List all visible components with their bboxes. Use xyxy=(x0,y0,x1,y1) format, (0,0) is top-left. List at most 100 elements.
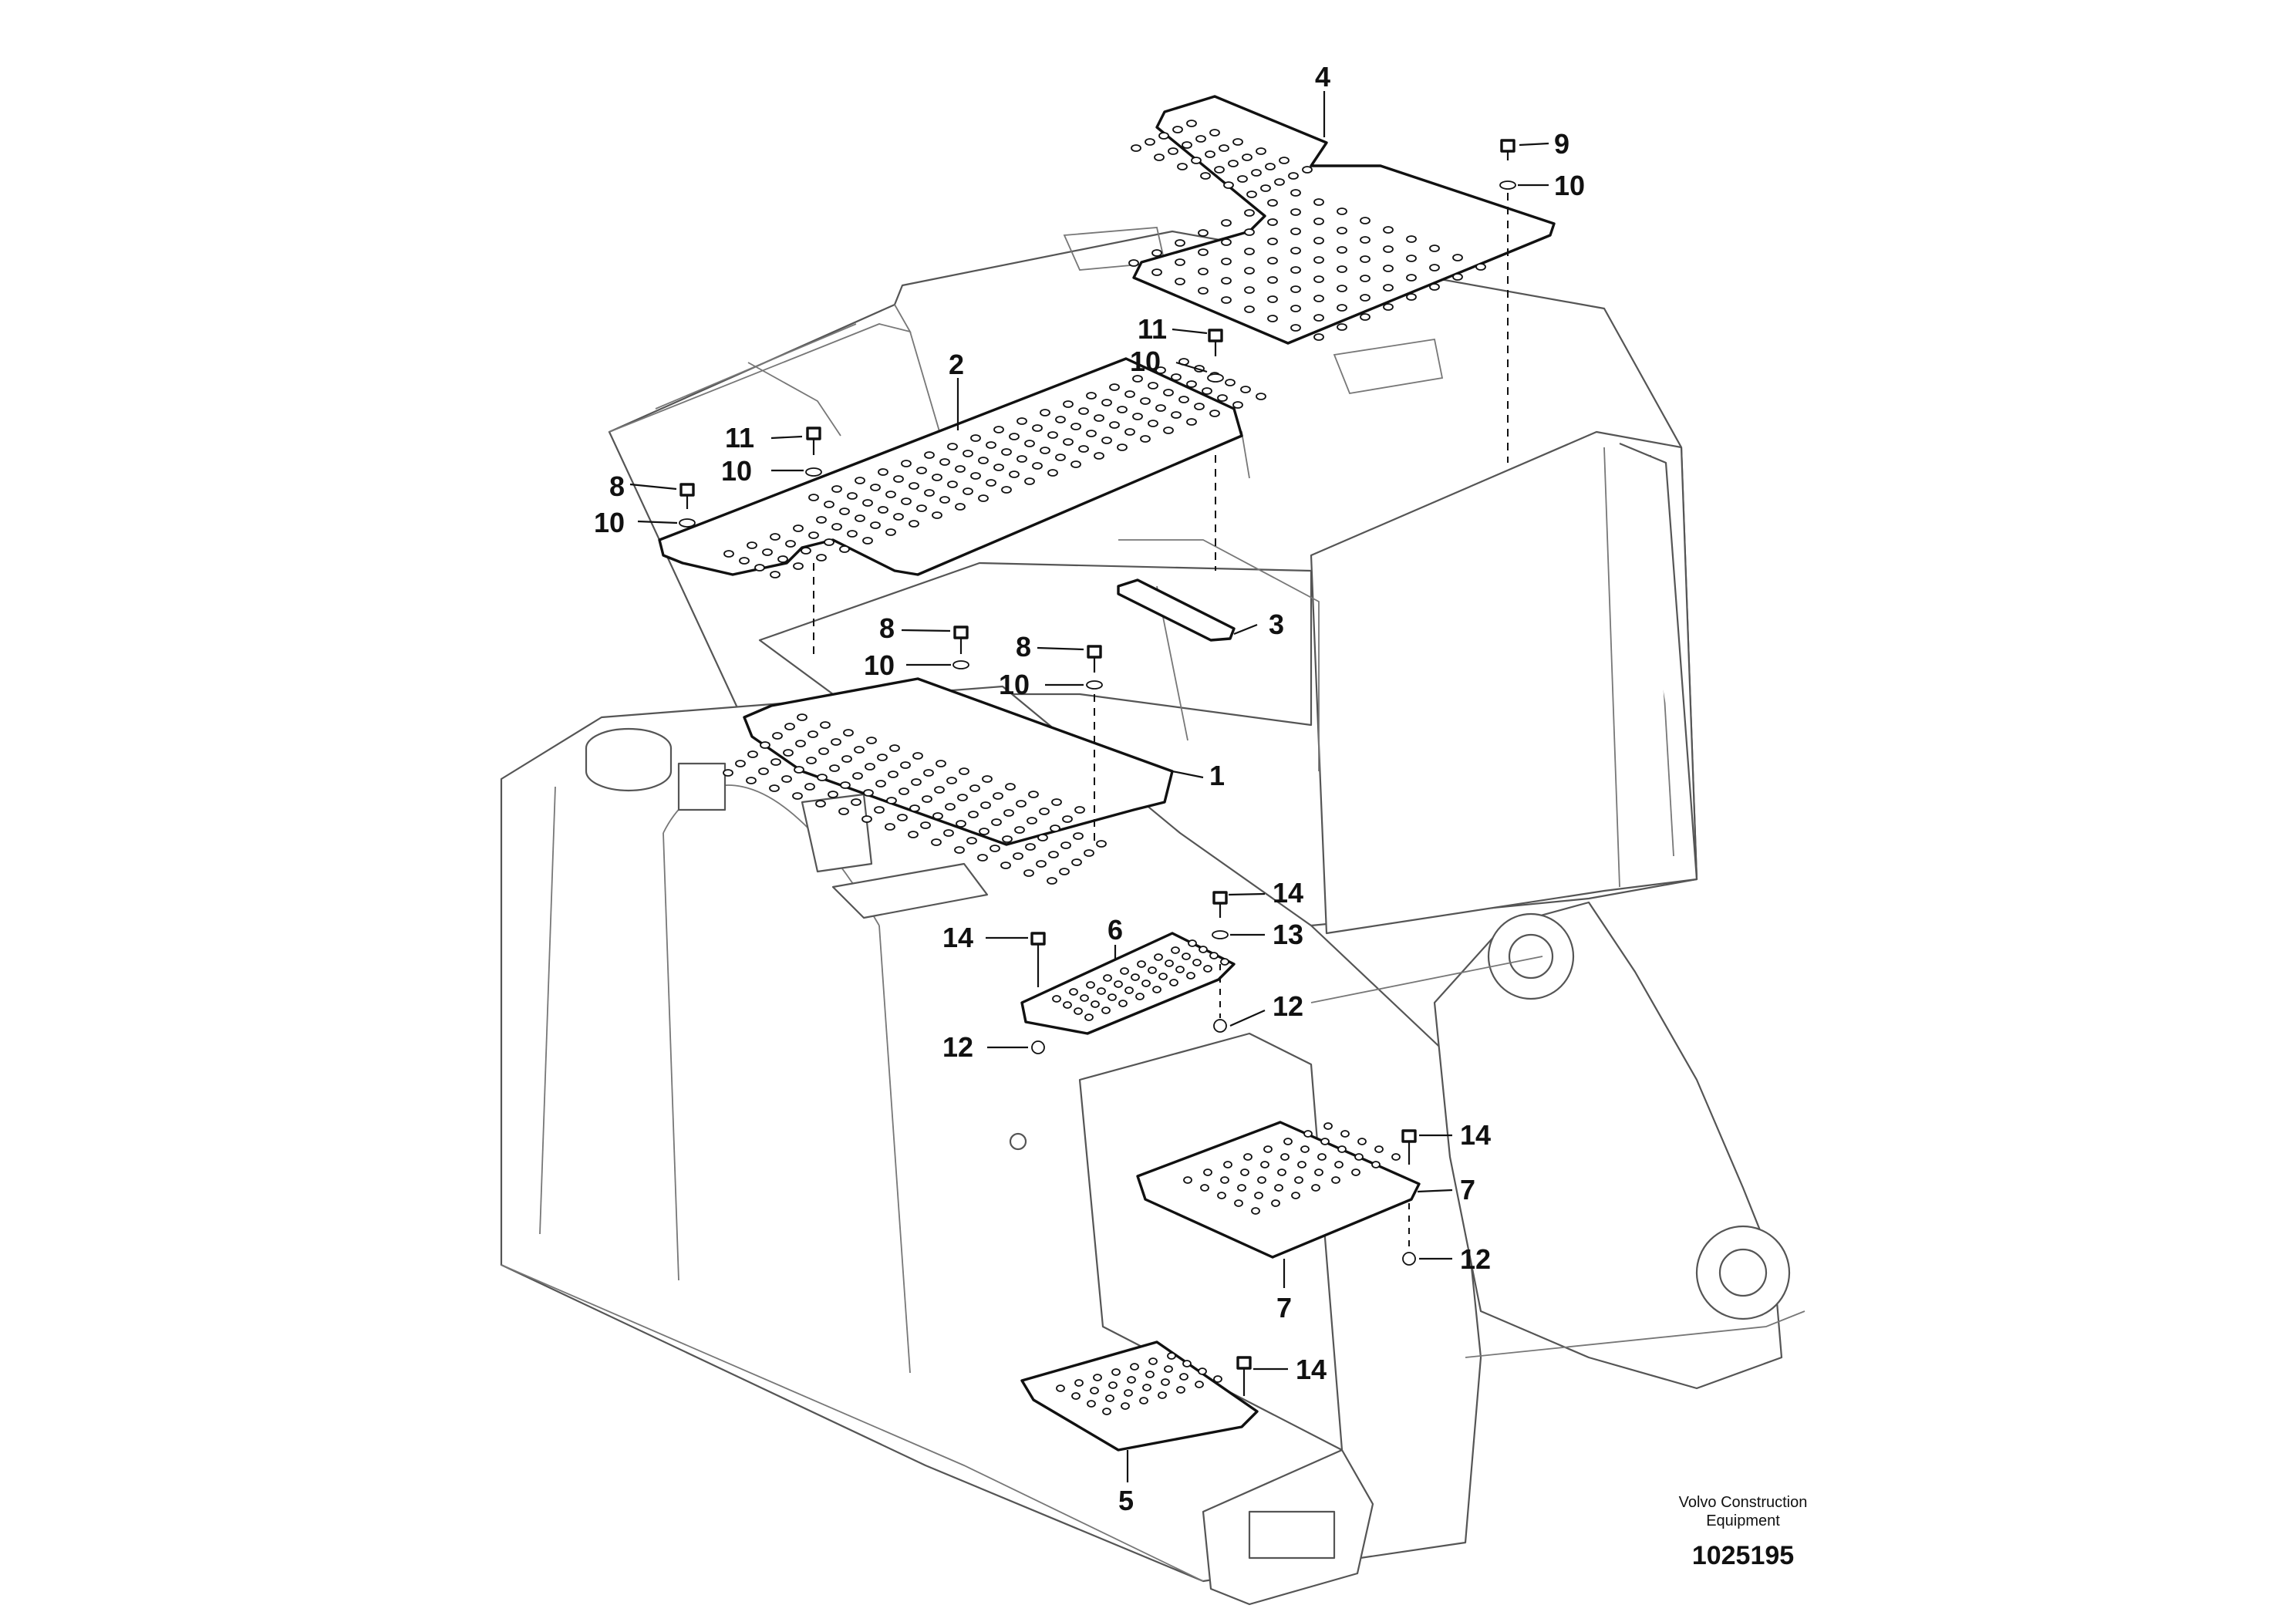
perforation-hole xyxy=(1244,228,1255,236)
perforation-hole xyxy=(1334,1161,1344,1168)
perforation-hole xyxy=(1260,184,1271,192)
perforation-hole xyxy=(723,769,733,777)
perforation-hole xyxy=(1055,416,1066,423)
perforation-hole xyxy=(1221,296,1232,304)
perforation-hole xyxy=(1313,333,1324,341)
perforation-hole xyxy=(793,562,804,570)
washer-10-top xyxy=(1499,180,1516,190)
perforation-hole xyxy=(923,769,934,777)
perforation-hole xyxy=(1175,239,1185,247)
perforation-hole xyxy=(1087,1400,1096,1408)
perforation-hole xyxy=(1111,1368,1121,1376)
perforation-hole xyxy=(939,496,950,504)
perforation-hole xyxy=(1267,295,1278,303)
perforation-hole xyxy=(1311,1184,1320,1192)
perforation-hole xyxy=(916,467,927,474)
perforation-hole xyxy=(1163,427,1174,434)
perforation-hole xyxy=(1121,1402,1130,1410)
perforation-hole xyxy=(1263,1145,1273,1153)
perforation-hole xyxy=(1179,1373,1188,1381)
perforation-hole xyxy=(1132,375,1143,383)
perforation-hole xyxy=(1055,454,1066,461)
callout-part-12: 12 xyxy=(1273,990,1303,1022)
perforation-hole xyxy=(970,472,981,480)
perforation-hole xyxy=(807,730,818,738)
brand-line-2: Equipment xyxy=(1706,1512,1780,1529)
perforation-hole xyxy=(980,801,991,809)
perforation-hole xyxy=(1274,1184,1283,1192)
perforation-hole xyxy=(1108,993,1117,1001)
perforation-hole xyxy=(1078,407,1089,415)
perforation-hole xyxy=(1175,278,1185,285)
perforation-hole xyxy=(1313,256,1324,264)
perforation-hole xyxy=(1132,413,1143,420)
perforation-hole xyxy=(1124,1389,1133,1397)
bolt-14-d xyxy=(1236,1356,1252,1396)
perforation-hole xyxy=(1056,1384,1065,1392)
perforation-hole xyxy=(1351,1168,1360,1176)
perforation-hole xyxy=(1452,273,1463,281)
perforation-hole xyxy=(1070,423,1081,430)
perforation-hole xyxy=(1102,1408,1111,1415)
perforation-hole xyxy=(794,766,804,774)
perforation-hole xyxy=(1047,431,1058,439)
callout-part-2: 2 xyxy=(949,349,964,380)
perforation-hole xyxy=(1383,303,1394,311)
perforation-hole xyxy=(1337,246,1347,254)
perforation-hole xyxy=(1360,255,1371,263)
perforation-hole xyxy=(1002,835,1013,843)
perforation-hole xyxy=(1155,366,1166,374)
perforation-hole xyxy=(1109,383,1120,391)
perforation-hole xyxy=(1337,304,1347,312)
perforation-hole xyxy=(1093,1374,1102,1381)
perforation-hole xyxy=(1086,981,1095,989)
perforation-hole xyxy=(1213,1375,1222,1383)
perforation-hole xyxy=(1117,406,1128,413)
perforation-hole xyxy=(723,550,734,558)
perforation-hole xyxy=(1151,249,1162,257)
perforation-hole xyxy=(1267,218,1278,226)
perforation-hole xyxy=(1283,1138,1293,1145)
perforation-hole xyxy=(1200,172,1211,180)
perforation-hole xyxy=(1145,1371,1155,1378)
perforation-hole xyxy=(1244,267,1255,275)
perforation-hole xyxy=(924,489,935,497)
perforation-hole xyxy=(1267,276,1278,284)
perforation-hole xyxy=(1141,980,1151,987)
perforation-hole xyxy=(760,741,770,749)
perforation-hole xyxy=(1371,1161,1381,1168)
perforation-hole xyxy=(1074,806,1085,814)
perforation-hole xyxy=(861,815,872,823)
perforation-hole xyxy=(1234,1199,1243,1207)
perforation-hole xyxy=(959,767,969,775)
perforation-hole xyxy=(878,506,888,514)
callout-part-8: 8 xyxy=(1016,631,1031,663)
perforation-hole xyxy=(911,778,922,786)
bolt-8-left xyxy=(679,483,695,509)
perforation-hole xyxy=(1158,132,1169,140)
perforation-hole xyxy=(1139,1397,1148,1404)
perforation-hole xyxy=(818,747,829,755)
perforation-hole xyxy=(916,504,927,512)
perforation-hole xyxy=(1051,798,1062,806)
perforation-hole xyxy=(828,791,838,798)
drawing-footer: Volvo Construction Equipment 1025195 xyxy=(1679,1494,1808,1570)
perforation-hole xyxy=(1274,178,1285,186)
part-3-strap xyxy=(1117,578,1236,642)
perforation-hole xyxy=(893,513,904,521)
perforation-hole xyxy=(1105,1394,1114,1402)
perforation-hole xyxy=(1225,379,1236,386)
perforation-hole xyxy=(1163,389,1174,396)
perforation-hole xyxy=(1039,808,1050,815)
perforation-hole xyxy=(978,494,989,502)
perforation-hole xyxy=(1140,435,1151,443)
perforation-hole xyxy=(1073,832,1084,840)
perforation-hole xyxy=(1290,228,1301,235)
perforation-hole xyxy=(970,434,981,442)
perforation-hole xyxy=(889,744,900,752)
perforation-hole xyxy=(783,749,794,757)
perforation-hole xyxy=(777,555,788,563)
perforation-hole xyxy=(1062,815,1073,823)
perforation-hole xyxy=(1290,266,1301,274)
perforation-hole xyxy=(1186,120,1197,127)
